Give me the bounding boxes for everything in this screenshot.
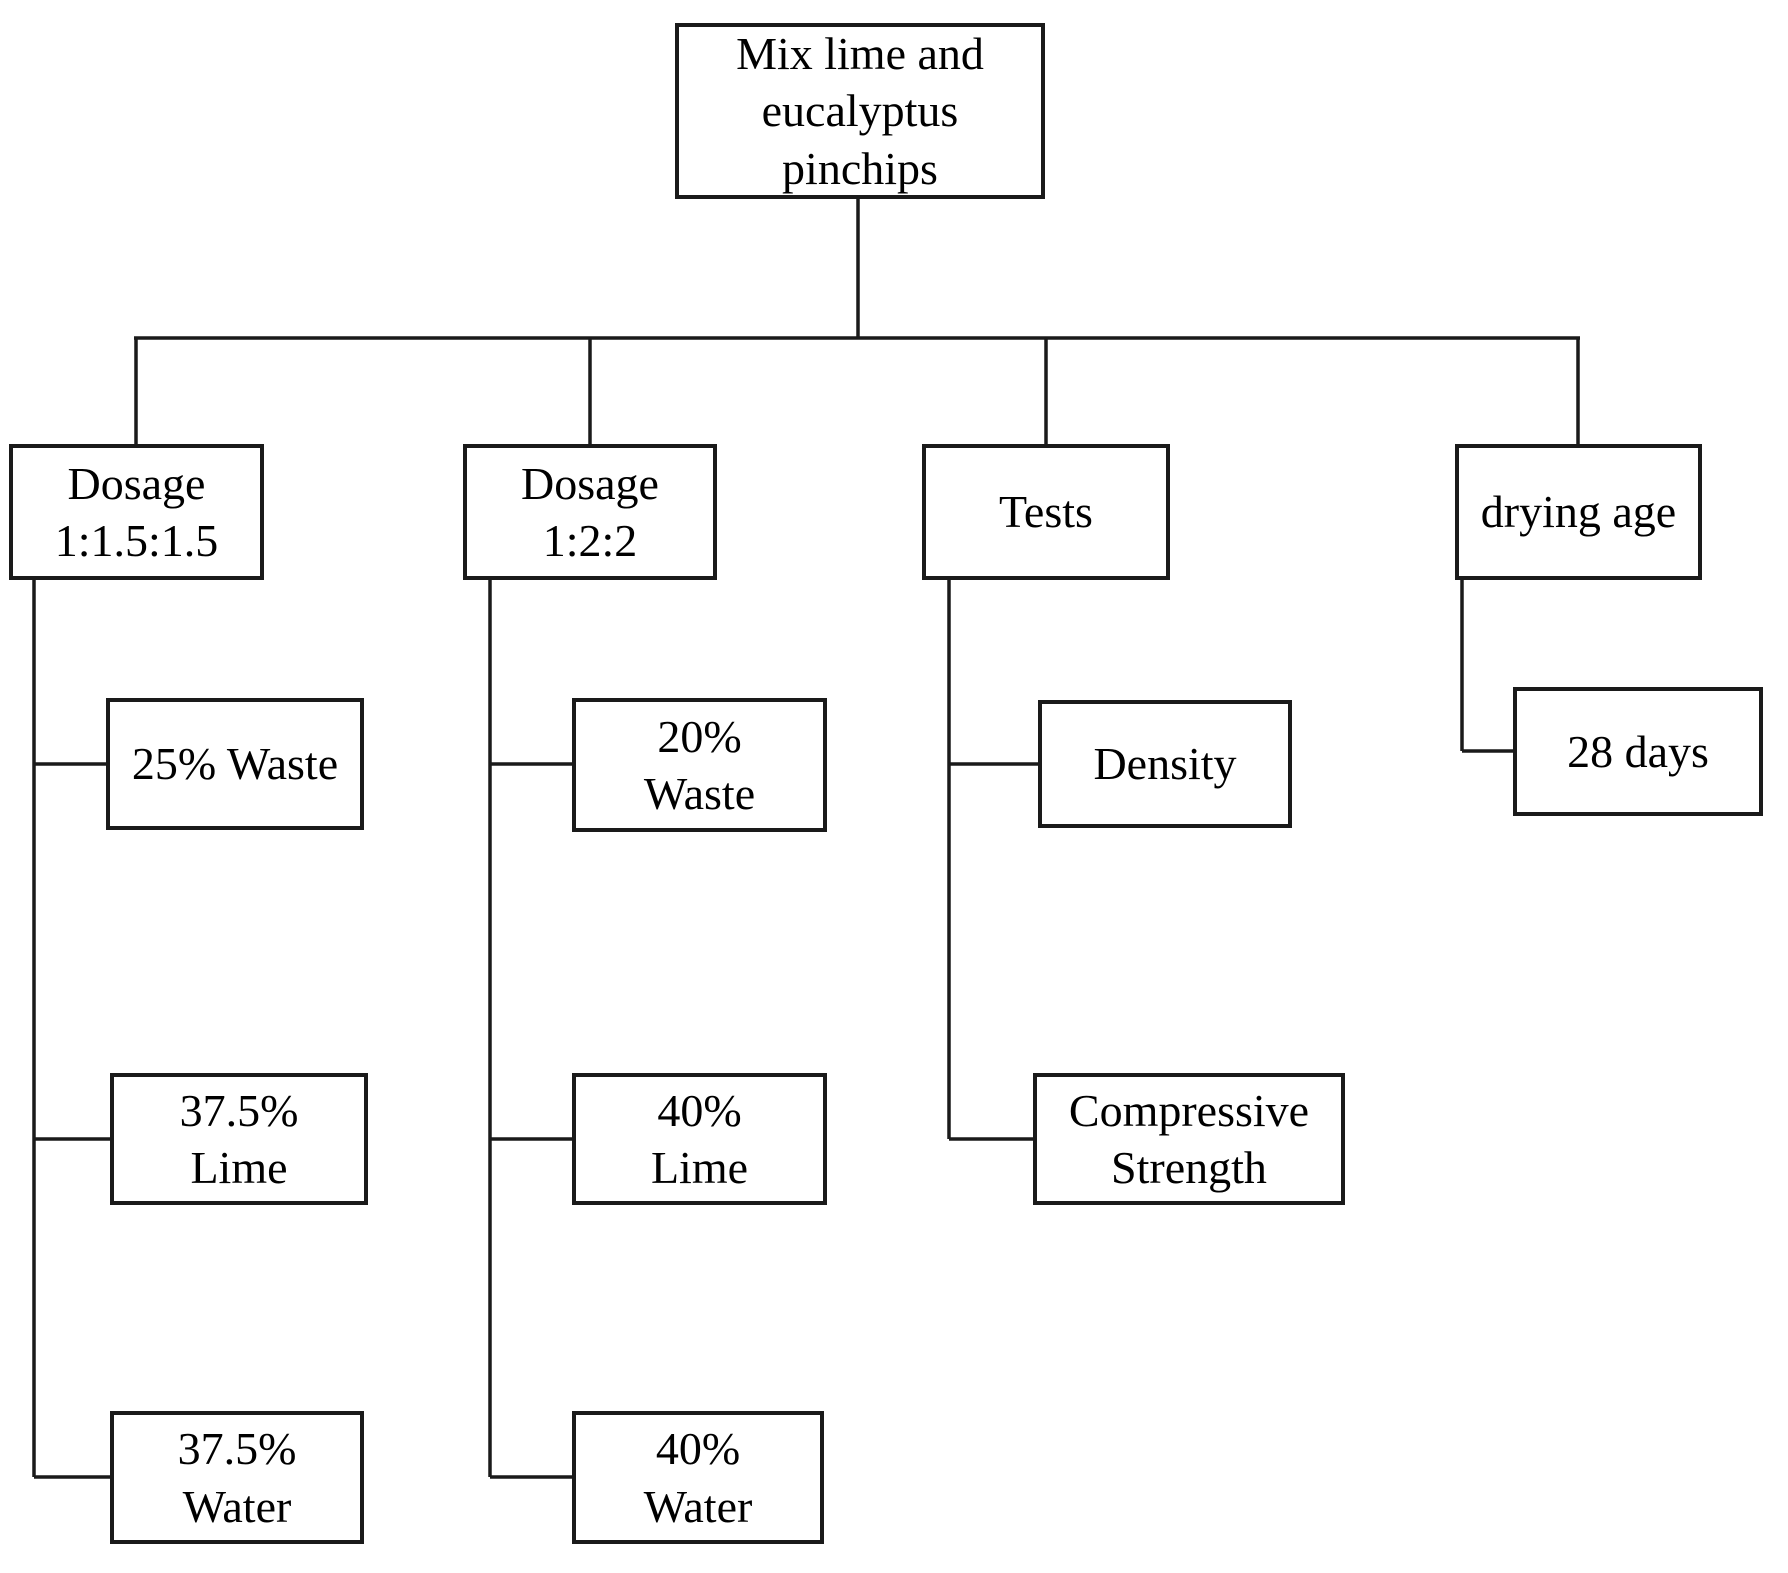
node-37-5-water: 37.5% Water — [110, 1411, 364, 1544]
connector-branch-dosage2 — [488, 580, 572, 1479]
node-compressive-strength: Compressive Strength — [1033, 1073, 1345, 1205]
node-dosage-1-2-2: Dosage 1:2:2 — [463, 444, 717, 580]
node-37-5-lime: 37.5% Lime — [110, 1073, 368, 1205]
connector-branch-drying-age — [1460, 580, 1513, 753]
node-28-days: 28 days — [1513, 687, 1763, 816]
node-drying-age: drying age — [1455, 444, 1702, 580]
node-25-waste: 25% Waste — [106, 698, 364, 830]
node-40-water: 40% Water — [572, 1411, 824, 1544]
node-root: Mix lime and eucalyptus pinchips — [675, 23, 1045, 199]
connector-branch-tests — [947, 580, 1038, 1141]
node-tests: Tests — [922, 444, 1170, 580]
node-40-lime: 40% Lime — [572, 1073, 827, 1205]
node-20-waste: 20% Waste — [572, 698, 827, 832]
connector-branch-dosage1 — [32, 580, 110, 1479]
node-dosage-1-1-5-1-5: Dosage 1:1.5:1.5 — [9, 444, 264, 580]
node-density: Density — [1038, 700, 1292, 828]
